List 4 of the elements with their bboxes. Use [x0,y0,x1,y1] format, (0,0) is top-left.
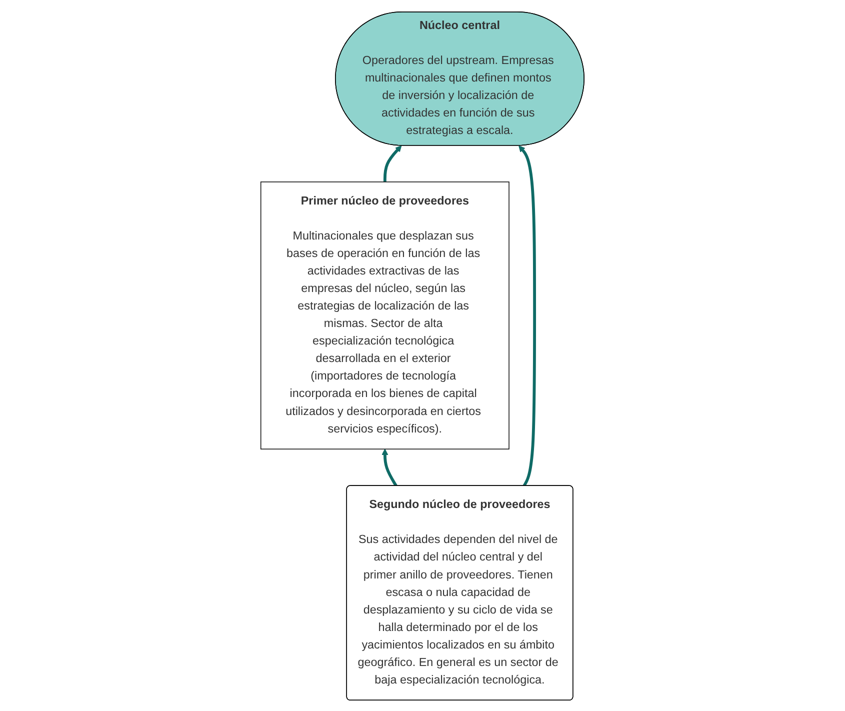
node-box: Primer núcleo de proveedores Multinacionales que desplazan sus bases de operación en función de las actividades extractivas de las empresas del núcleo, según las estrategias de localización de las mismas. Sector de alta especialización tecnológica desarrollada en el exterior (importadores de tecnología incorporada en los bienes de capital utilizados y desincorporada en ciertos servicios específicos). [260,181,510,449]
arrow [384,144,402,182]
arrow [518,144,536,486]
arrow [382,448,398,486]
